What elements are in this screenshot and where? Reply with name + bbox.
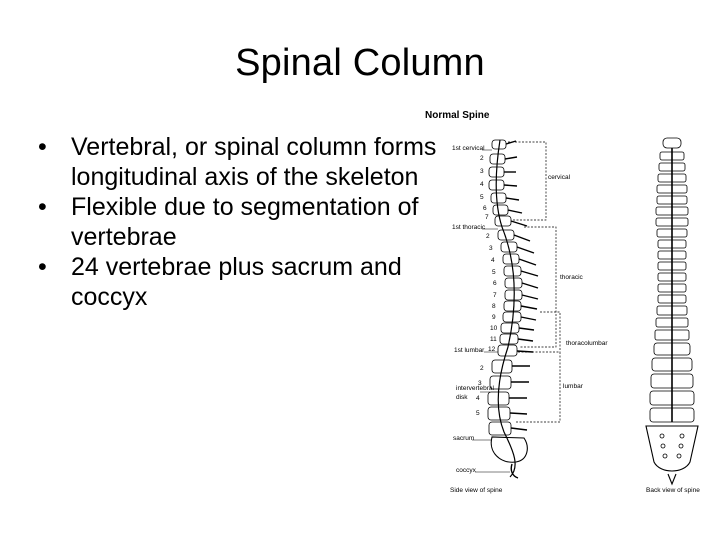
vertebra-number: 4 [480,181,484,188]
bullet-item: 24 vertebrae plus sacrum and coccyx [38,252,438,312]
region-brackets [508,141,561,423]
label-cervical: cervical [548,174,571,181]
vertebra-number: 12 [488,346,496,353]
vertebra-number: 10 [490,325,498,332]
vertebra-number: 2 [480,365,484,372]
vertebra-number: 9 [492,314,496,321]
vertebra-number: 8 [492,303,496,310]
spine-diagram: Normal Spine 1st cervical 1st thoracic 1… [425,110,700,494]
vertebra-number: 6 [493,280,497,287]
label-intervertebral: intervertebral [456,385,494,392]
spine-curve [495,139,516,478]
label-1st-cervical: 1st cervical [452,145,485,152]
vertebra-number: 2 [480,155,484,162]
slide-title: Spinal Column [235,42,485,84]
diagram-heading: Normal Spine [425,110,490,121]
leader-lines [472,149,510,473]
bullet-list: Vertebral, or spinal column forms longit… [38,132,438,312]
label-lumbar: lumbar [563,383,584,390]
label-thoracolumbar: thoracolumbar [566,340,608,347]
label-coccyx: coccyx [456,467,477,474]
back-view-skull-base [662,137,682,149]
side-view-caption: Side view of spine [450,487,503,494]
vertebra-number: 7 [485,214,489,221]
vertebra-number: 7 [493,292,497,299]
back-view-sacral-foramina [659,433,685,459]
label-disk: disk [456,394,468,401]
vertebra-number: 4 [476,395,480,402]
label-1st-lumbar: 1st lumbar [454,347,485,354]
cervical-numbers: 2 3 4 5 6 7 [480,155,489,221]
back-view-caption: Back view of spine [646,487,700,494]
vertebra-number: 5 [492,269,496,276]
vertebra-number: 11 [490,336,497,343]
vertebra-number: 6 [483,205,487,212]
coccyx-shape [510,463,519,479]
back-view-spine [645,137,699,486]
label-thoracic: thoracic [560,274,584,281]
label-1st-thoracic: 1st thoracic [452,224,486,231]
vertebra-number: 5 [480,194,484,201]
label-sacrum: sacrum [453,435,474,442]
side-view-spine [472,139,561,479]
vertebra-number: 5 [476,410,480,417]
bullet-item: Vertebral, or spinal column forms longit… [38,132,438,192]
back-view-coccyx [667,473,677,486]
vertebra-number: 3 [489,245,493,252]
vertebra-number: 4 [491,257,495,264]
spinous-processes [503,140,539,431]
vertebra-number: 2 [486,233,490,240]
back-view-sacrum [645,425,699,472]
vertebra-number: 3 [478,380,482,387]
thoracic-numbers: 2 3 4 5 6 7 8 9 10 11 12 [486,233,498,353]
bullet-item: Flexible due to segmentation of vertebra… [38,192,438,252]
lumbar-numbers: 2 3 4 5 [476,365,484,417]
vertebra-number: 3 [480,168,484,175]
sacrum-shape [490,436,528,463]
